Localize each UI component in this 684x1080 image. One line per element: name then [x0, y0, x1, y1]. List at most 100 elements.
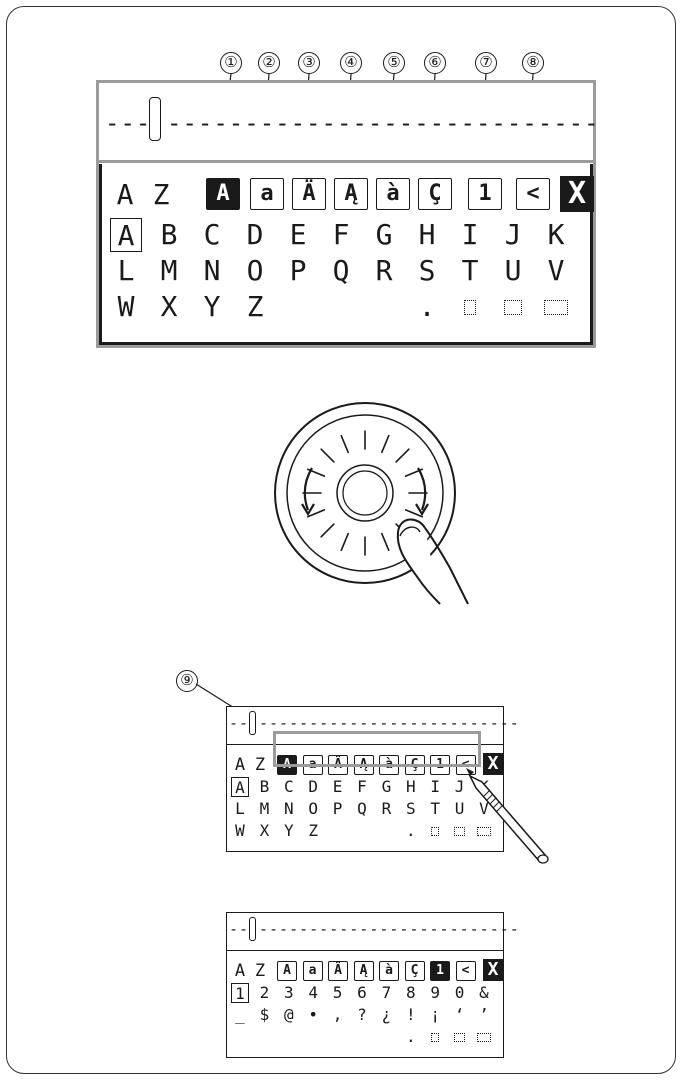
char-key[interactable]: Y — [196, 290, 228, 324]
char-key[interactable]: . — [402, 821, 420, 841]
char-key[interactable]: T — [454, 254, 486, 288]
close-button[interactable]: X — [560, 176, 594, 212]
char-key[interactable]: S — [411, 254, 443, 288]
char-key[interactable]: • — [304, 1005, 322, 1025]
char-key[interactable]: Z — [239, 290, 271, 324]
tab-accented-lower[interactable]: à — [379, 961, 399, 981]
char-key[interactable]: W — [110, 290, 142, 324]
char-key[interactable]: ? — [353, 1005, 371, 1025]
char-key[interactable]: F — [325, 218, 357, 252]
char-key[interactable]: I — [454, 218, 486, 252]
char-key[interactable]: ’ — [475, 1005, 493, 1025]
tab-edit[interactable]: < — [456, 961, 476, 981]
char-key[interactable]: 8 — [402, 983, 420, 1003]
char-key[interactable]: 5 — [329, 983, 347, 1003]
char-key[interactable]: L — [110, 254, 142, 288]
char-key[interactable]: R — [368, 254, 400, 288]
char-key[interactable]: W — [231, 821, 249, 841]
char-key[interactable]: P — [282, 254, 314, 288]
char-key[interactable]: @ — [280, 1005, 298, 1025]
space-key[interactable] — [497, 290, 529, 324]
char-key[interactable]: Q — [325, 254, 357, 288]
char-key[interactable]: 3 — [280, 983, 298, 1003]
char-key[interactable]: F — [353, 777, 371, 797]
char-key[interactable]: N — [196, 254, 228, 288]
char-key[interactable]: _ — [231, 1005, 249, 1025]
space-key[interactable] — [451, 1027, 469, 1047]
tab-accented-upper[interactable]: Ä — [292, 178, 326, 210]
char-key[interactable]: E — [329, 777, 347, 797]
char-key[interactable]: R — [377, 799, 395, 819]
char-key[interactable]: 0 — [451, 983, 469, 1003]
char-key[interactable]: S — [402, 799, 420, 819]
tab-edit[interactable]: < — [516, 178, 550, 210]
char-key[interactable]: B — [255, 777, 273, 797]
char-key[interactable]: M — [255, 799, 273, 819]
char-key[interactable]: 2 — [255, 983, 273, 1003]
char-key[interactable]: . — [411, 290, 443, 324]
char-key[interactable]: V — [540, 254, 572, 288]
space-key[interactable] — [475, 1027, 493, 1047]
tab-special-lower[interactable]: Ç — [405, 961, 425, 981]
empty-key — [353, 1027, 371, 1047]
char-key[interactable]: L — [231, 799, 249, 819]
char-key[interactable]: . — [402, 1027, 420, 1047]
char-key[interactable]: ¿ — [377, 1005, 395, 1025]
tab-uppercase[interactable]: A — [277, 961, 297, 981]
char-key[interactable]: G — [377, 777, 395, 797]
char-key[interactable]: , — [329, 1005, 347, 1025]
char-key[interactable]: Q — [353, 799, 371, 819]
char-key[interactable]: C — [280, 777, 298, 797]
char-key[interactable]: 9 — [426, 983, 444, 1003]
space-key[interactable] — [454, 290, 486, 324]
tab-special-upper[interactable]: Ą — [334, 178, 368, 210]
char-key[interactable]: D — [304, 777, 322, 797]
char-key[interactable]: $ — [255, 1005, 273, 1025]
char-key[interactable]: K — [540, 218, 572, 252]
char-key[interactable]: U — [497, 254, 529, 288]
char-key[interactable]: 4 — [304, 983, 322, 1003]
tab-numbers[interactable]: 1 — [468, 178, 502, 210]
char-key[interactable]: ‘ — [451, 1005, 469, 1025]
char-key[interactable]: I — [426, 777, 444, 797]
char-key[interactable]: D — [239, 218, 271, 252]
tab-accented-upper[interactable]: Ä — [328, 961, 348, 981]
char-key[interactable]: Z — [304, 821, 322, 841]
char-key[interactable]: X — [153, 290, 185, 324]
tab-lowercase[interactable]: a — [303, 961, 323, 981]
tab-numbers[interactable]: 1 — [430, 961, 450, 981]
char-key[interactable]: O — [304, 799, 322, 819]
char-key[interactable]: Y — [280, 821, 298, 841]
char-key[interactable]: H — [411, 218, 443, 252]
char-key[interactable]: G — [368, 218, 400, 252]
char-key-selected[interactable]: A — [231, 777, 249, 797]
tab-special-lower[interactable]: Ç — [418, 178, 452, 210]
tab-accented-lower[interactable]: à — [376, 178, 410, 210]
char-key[interactable]: C — [196, 218, 228, 252]
char-key[interactable]: M — [153, 254, 185, 288]
tab-lowercase[interactable]: a — [250, 178, 284, 210]
char-key-selected[interactable]: A — [110, 218, 142, 252]
space-key[interactable] — [426, 1027, 444, 1047]
char-key-selected[interactable]: 1 — [231, 983, 249, 1003]
char-key[interactable]: & — [475, 983, 493, 1003]
char-key[interactable]: O — [239, 254, 271, 288]
preview-area-3: -- -------------------------- — [227, 913, 503, 951]
tab-special-upper[interactable]: Ą — [354, 961, 374, 981]
char-key[interactable]: 7 — [377, 983, 395, 1003]
space-key[interactable] — [426, 821, 444, 841]
char-key[interactable]: P — [329, 799, 347, 819]
char-key[interactable]: E — [282, 218, 314, 252]
char-key[interactable]: X — [255, 821, 273, 841]
tab-uppercase[interactable]: A — [206, 178, 240, 210]
space-key[interactable] — [540, 290, 572, 324]
char-key[interactable]: ¡ — [426, 1005, 444, 1025]
char-key[interactable]: B — [153, 218, 185, 252]
char-key[interactable]: T — [426, 799, 444, 819]
char-key[interactable]: N — [280, 799, 298, 819]
close-button-3[interactable]: X — [483, 959, 503, 981]
char-key[interactable]: 6 — [353, 983, 371, 1003]
char-key[interactable]: H — [402, 777, 420, 797]
char-key[interactable]: J — [497, 218, 529, 252]
char-key[interactable]: ! — [402, 1005, 420, 1025]
